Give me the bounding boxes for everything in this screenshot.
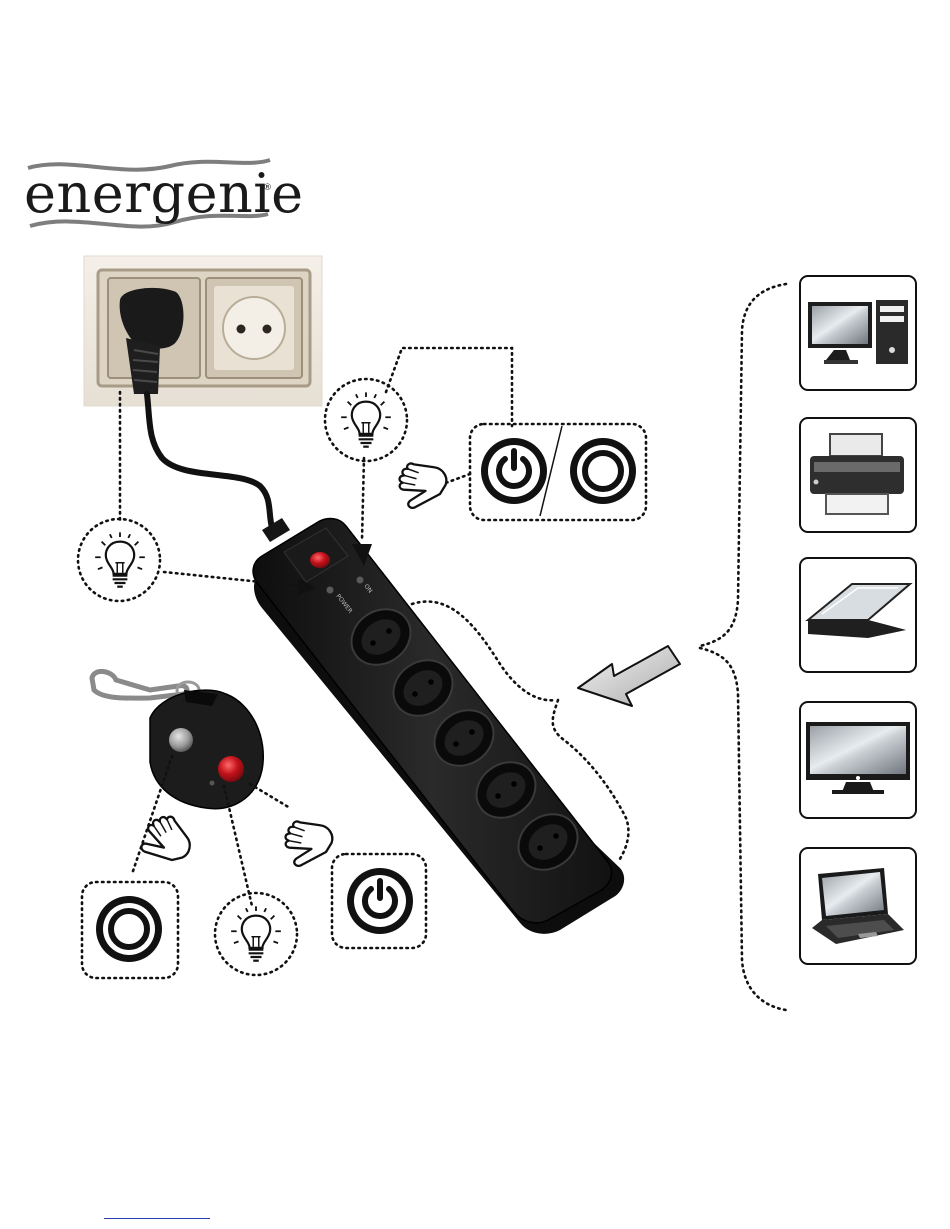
indicator-bulb-top [325, 379, 407, 461]
strip-power-switch[interactable] [310, 552, 330, 568]
brand-logo: energenie ® [24, 160, 304, 227]
remote-on-button[interactable] [218, 756, 244, 782]
remote-off-box [82, 882, 178, 978]
power-on-icon [481, 438, 547, 504]
wall-socket-photo [84, 256, 322, 406]
devices-arrow [578, 646, 680, 706]
registered-mark: ® [263, 183, 272, 193]
device-laptop [800, 848, 916, 964]
remote-off-button[interactable] [169, 728, 193, 752]
lightbulb-icon [341, 392, 391, 446]
remote-indicator-led [210, 781, 215, 786]
device-flatbed-scanner [800, 558, 916, 672]
pointing-hand-icon [277, 815, 336, 874]
on-off-toggle-box [470, 424, 646, 520]
remote-control [92, 671, 263, 808]
device-desktop-computer [800, 276, 916, 390]
power-off-icon [96, 896, 162, 962]
indicator-bulb-remote [215, 893, 297, 975]
brand-name: energenie [24, 162, 304, 225]
remote-on-box [332, 854, 426, 948]
power-strip: POWER ON [253, 518, 624, 934]
power-on-icon [347, 868, 413, 934]
lightbulb-icon [231, 906, 281, 960]
pointing-hand-icon [391, 457, 450, 516]
footer-link-underline[interactable] [104, 1218, 210, 1219]
lightbulb-icon [95, 532, 145, 586]
indicator-bulb-left [78, 519, 160, 601]
device-printer [800, 418, 916, 532]
on-indicator-led [357, 577, 364, 584]
device-flat-screen-tv [800, 702, 916, 818]
power-cable [147, 394, 272, 528]
power-off-icon [570, 438, 636, 504]
power-indicator-led [327, 587, 334, 594]
